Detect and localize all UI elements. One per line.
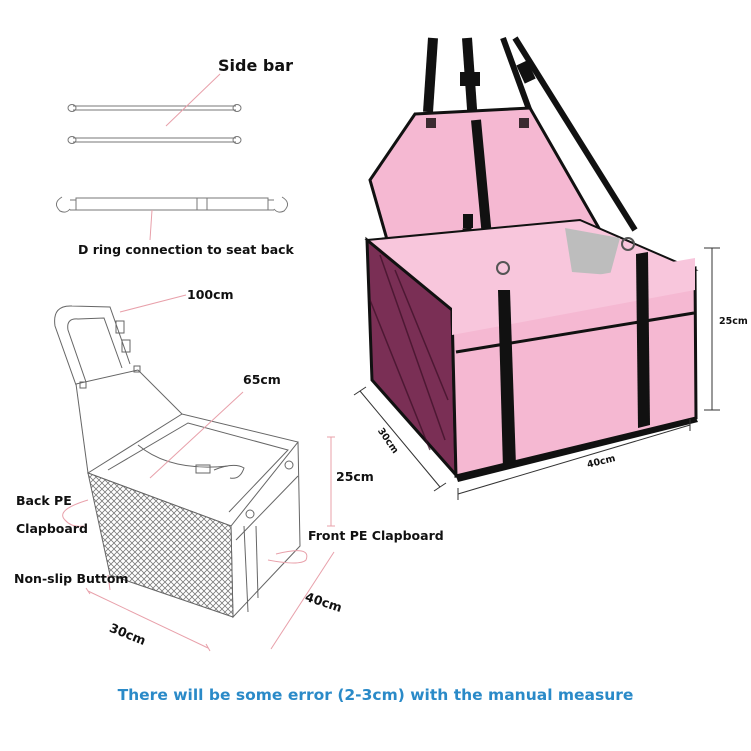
pet-seat-photo: [364, 36, 699, 482]
side-bar-icon: [67, 104, 242, 144]
inner-strap-length-label: 65cm: [243, 372, 281, 387]
photo-height-label: 25cm: [719, 316, 748, 327]
leader-lines: [62, 294, 335, 652]
non-slip-label: Non-slip Buttom: [14, 571, 129, 586]
strap-length-label: 100cm: [187, 287, 234, 302]
measurement-disclaimer: There will be some error (2-3cm) with th…: [117, 686, 634, 704]
back-pe-label-line2: Clapboard: [16, 521, 88, 536]
back-pe-label-line1: Back PE: [16, 493, 72, 508]
d-ring-label: D ring connection to seat back: [78, 242, 294, 257]
front-pe-label: Front PE Clapboard: [308, 528, 444, 543]
mesh-side-panel: [87, 472, 234, 618]
side-bar-label: Side bar: [218, 56, 294, 75]
d-ring-strap-icon: [56, 196, 288, 213]
photo-dimension-lines: [353, 247, 720, 500]
seat-line-drawing-icon: [54, 305, 301, 619]
line-drawing-height-label: 25cm: [336, 469, 374, 484]
